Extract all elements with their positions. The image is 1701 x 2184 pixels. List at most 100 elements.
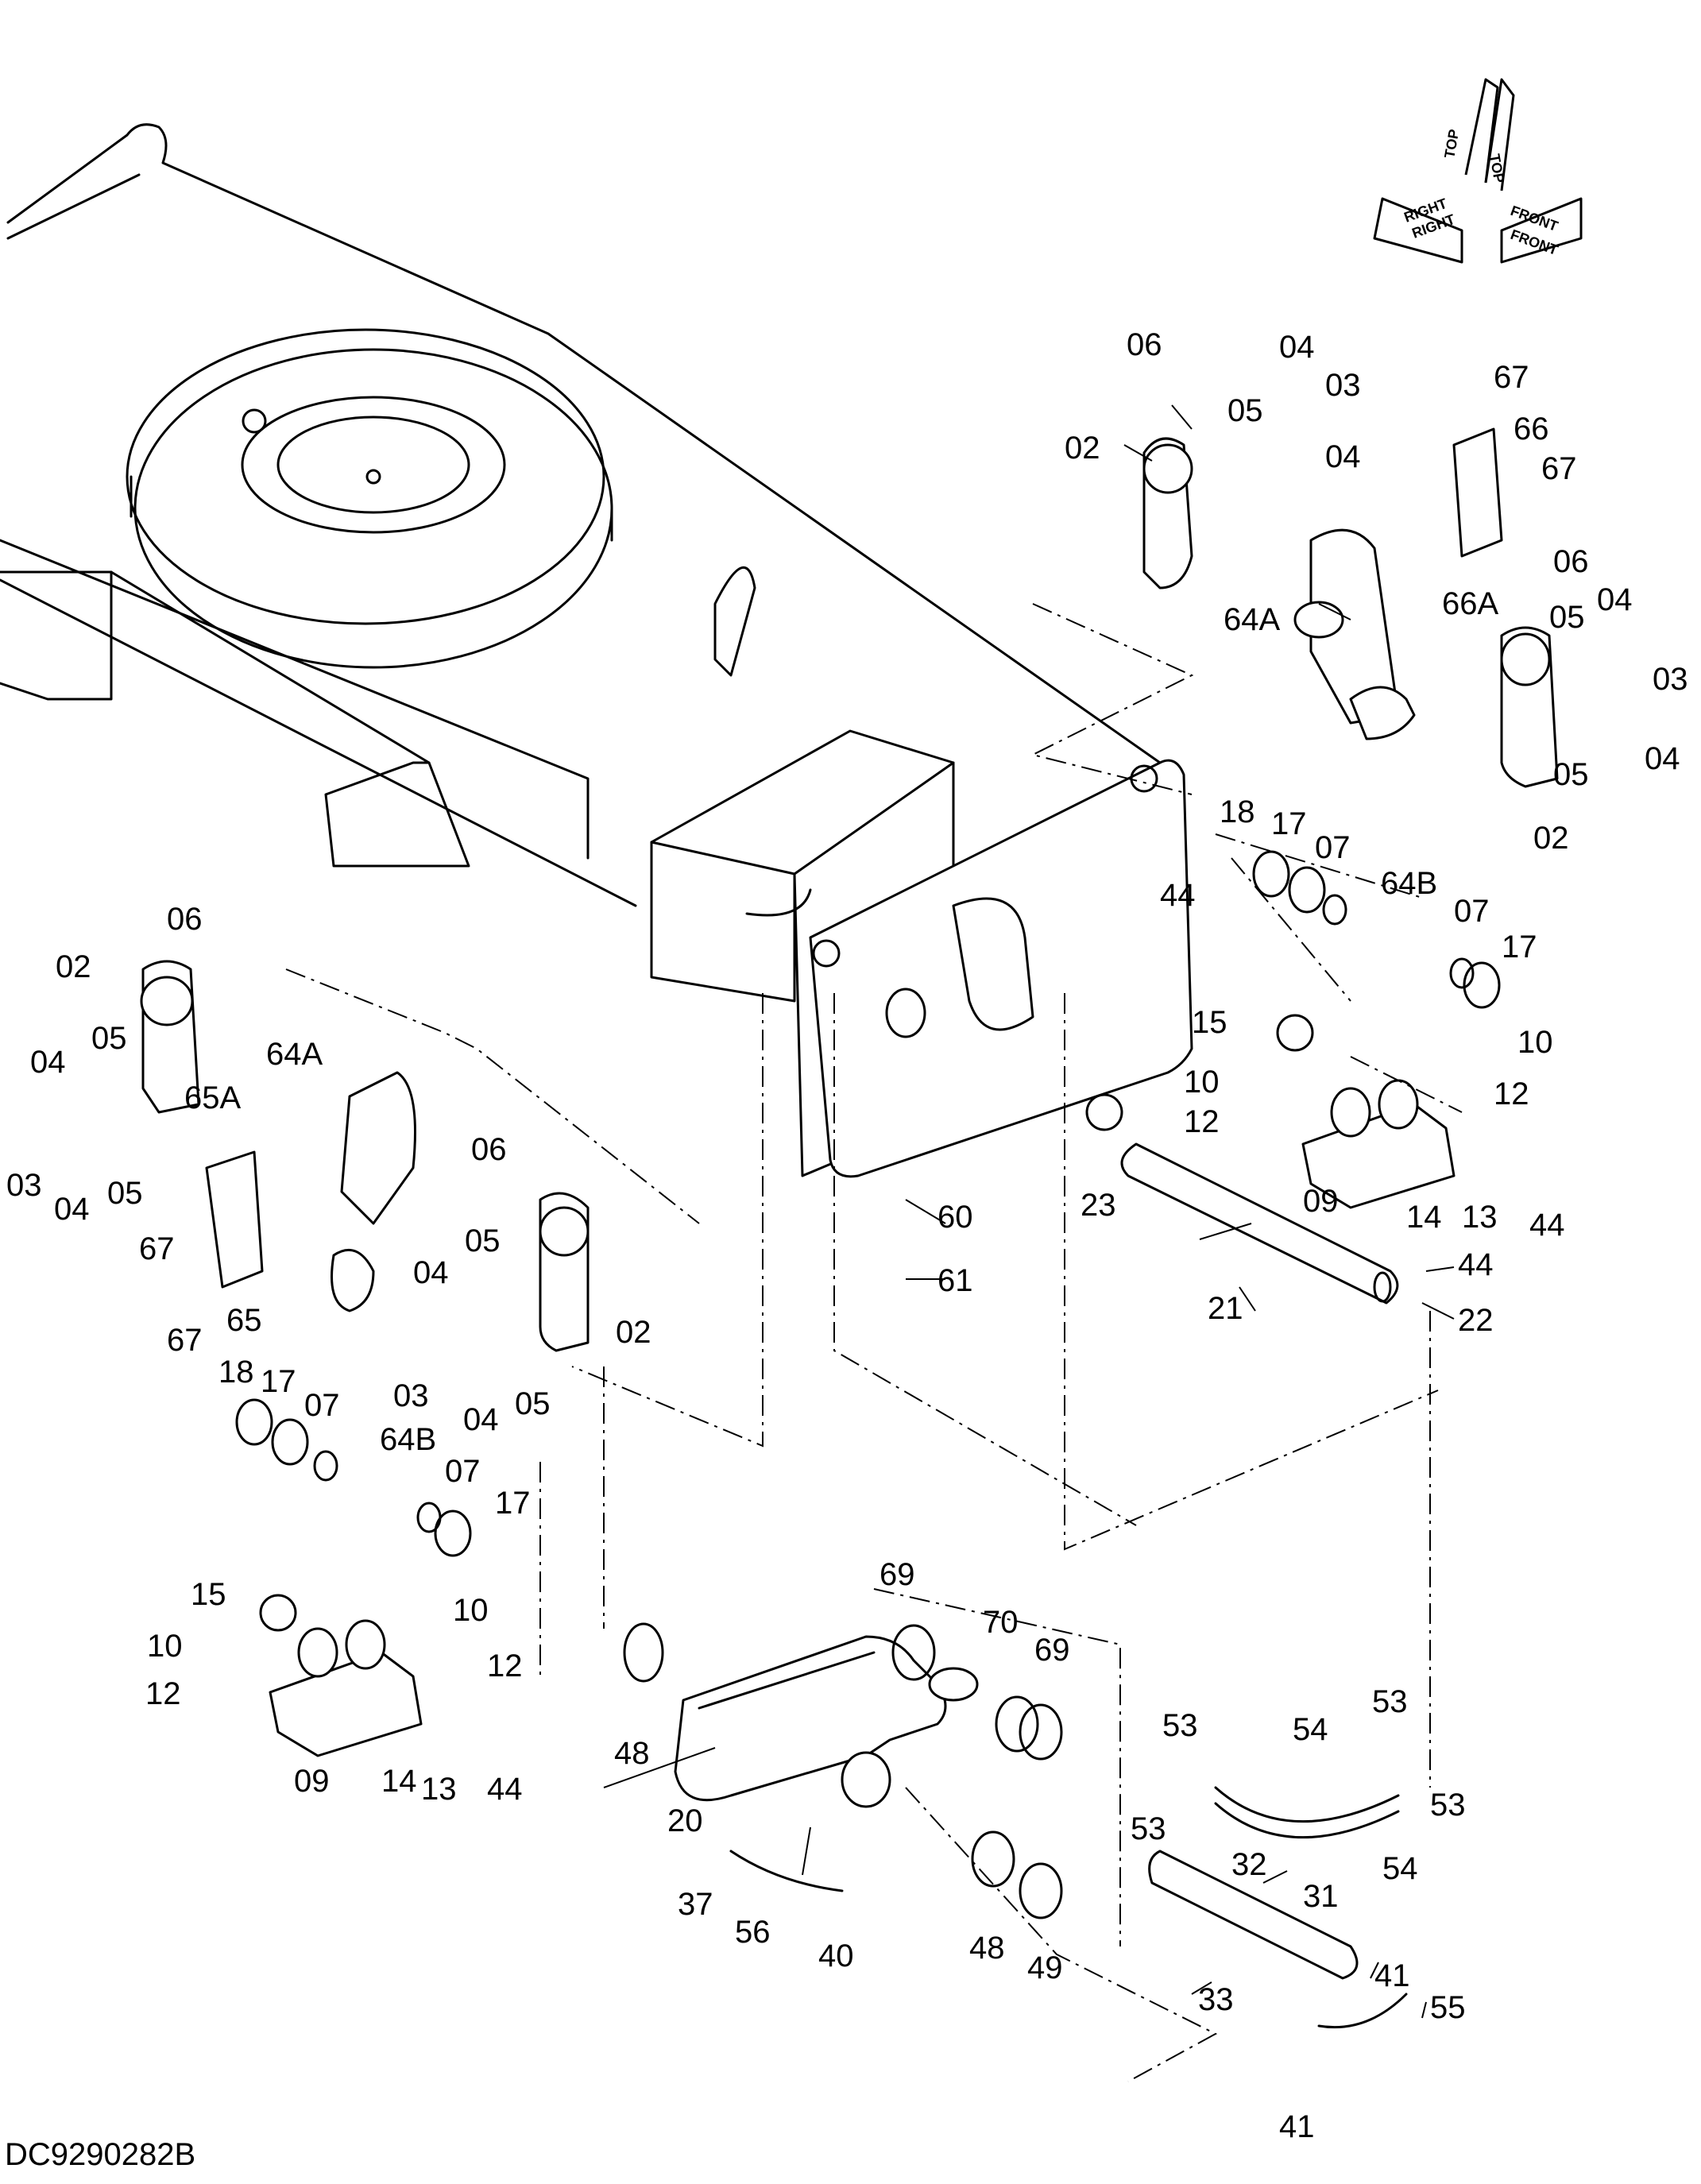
callout-label: 54 — [1293, 1712, 1328, 1747]
callout-label: 66A — [1442, 586, 1498, 621]
callout-label: 17 — [261, 1364, 296, 1399]
callout-label: 20 — [667, 1803, 703, 1838]
callout-label: 04 — [463, 1402, 499, 1437]
callout-label: 05 — [107, 1176, 143, 1211]
callout-label: 04 — [30, 1045, 66, 1080]
callout-label: 18 — [1220, 794, 1255, 829]
callout-label: 33 — [1198, 1982, 1234, 2017]
callout-label: 66 — [1514, 412, 1549, 446]
callout-label: 12 — [1184, 1104, 1220, 1139]
callout-label: 07 — [304, 1388, 340, 1423]
callout-label: 54 — [1382, 1851, 1418, 1886]
callout-label: 10 — [1517, 1025, 1553, 1060]
orientation-top-1: TOP — [1441, 128, 1462, 160]
callout-label: 64A — [1224, 602, 1280, 637]
pivot-bracket-left — [269, 1619, 423, 1757]
callout-label: 04 — [54, 1192, 90, 1227]
callout-label: 06 — [471, 1132, 507, 1167]
pin-21 — [1120, 1142, 1399, 1305]
callout-label: 03 — [1653, 662, 1688, 697]
swing-bearing — [126, 328, 613, 669]
callout-label: 44 — [1529, 1208, 1565, 1243]
callout-label: 10 — [147, 1629, 183, 1664]
callout-label: 65 — [226, 1303, 262, 1338]
callout-label: 49 — [1027, 1950, 1063, 1985]
callout-label: 04 — [1325, 439, 1361, 474]
callout-label: 09 — [1303, 1184, 1339, 1219]
callout-label: 02 — [1065, 431, 1100, 466]
upper-right-assembly — [1142, 427, 1559, 788]
callout-label: 06 — [1127, 327, 1162, 362]
callout-label: 69 — [1034, 1633, 1070, 1668]
washers-and-rings — [235, 850, 1501, 1919]
leader-lines — [603, 404, 1455, 2019]
callout-label: 05 — [515, 1386, 551, 1421]
drawing-code: DC9290282B — [5, 2137, 196, 2172]
callout-label: 05 — [465, 1223, 501, 1258]
callout-label: 53 — [1372, 1684, 1408, 1719]
callout-label: 64A — [266, 1037, 323, 1072]
pivot-bracket-right — [1301, 1079, 1456, 1209]
callout-label: 04 — [1645, 741, 1680, 776]
callout-label: 05 — [91, 1021, 127, 1056]
callout-label: 40 — [818, 1939, 854, 1973]
callout-label: 10 — [453, 1593, 489, 1628]
callout-label: 17 — [1271, 806, 1307, 841]
hoses — [729, 1786, 1408, 2029]
assembly-guides — [285, 603, 1463, 2082]
callout-label: 56 — [735, 1915, 771, 1950]
callout-label: 07 — [1454, 894, 1490, 929]
callout-label: 17 — [1502, 930, 1537, 964]
callout-label: 55 — [1430, 1990, 1466, 2025]
callout-label: 31 — [1303, 1879, 1339, 1914]
callout-label: 04 — [1279, 330, 1315, 365]
callout-label: 69 — [879, 1557, 915, 1592]
callout-label: 53 — [1162, 1708, 1198, 1743]
callout-label: 05 — [1549, 600, 1585, 635]
callout-label: 53 — [1430, 1788, 1466, 1823]
callout-label: 64B — [1381, 866, 1437, 901]
callout-label: 48 — [614, 1736, 650, 1771]
callout-label: 06 — [1553, 544, 1589, 579]
callout-label: 04 — [1597, 582, 1633, 617]
callout-label: 12 — [145, 1676, 181, 1711]
callout-label: 02 — [1533, 821, 1569, 856]
callout-label: 13 — [1462, 1200, 1498, 1235]
orientation-badge: TOP TOP RIGHT RIGHT FRONT FRONT — [1373, 78, 1583, 264]
callout-label: 03 — [393, 1378, 429, 1413]
callout-label: 02 — [56, 949, 91, 984]
callout-label: 03 — [6, 1168, 42, 1203]
callout-label: 67 — [139, 1231, 175, 1266]
callout-label: 12 — [1494, 1077, 1529, 1111]
pin-31 — [1148, 1850, 1359, 1980]
callout-label: 21 — [1208, 1291, 1243, 1326]
callout-label: 60 — [937, 1200, 973, 1235]
callout-label: 09 — [294, 1764, 330, 1799]
callout-labels: 06 04 03 02 05 04 67 66 67 64A 66A 06 05… — [6, 327, 1688, 2144]
callout-label: 44 — [1458, 1247, 1494, 1282]
callout-label: 12 — [487, 1649, 523, 1683]
callout-label: 15 — [191, 1577, 226, 1612]
callout-label: 15 — [1192, 1005, 1227, 1040]
callout-label: 23 — [1081, 1188, 1116, 1223]
callout-label: 22 — [1458, 1303, 1494, 1338]
callout-label: 06 — [167, 902, 203, 937]
callout-label: 67 — [1494, 360, 1529, 395]
callout-label: 04 — [413, 1255, 449, 1290]
callout-label: 14 — [1406, 1200, 1442, 1235]
callout-label: 44 — [487, 1772, 523, 1807]
callout-label: 14 — [381, 1764, 417, 1799]
callout-label: 64B — [380, 1422, 436, 1457]
callout-label: 65A — [184, 1080, 241, 1115]
callout-label: 44 — [1160, 878, 1196, 913]
callout-label: 07 — [1315, 830, 1351, 865]
callout-label: 18 — [218, 1355, 254, 1390]
callout-label: 41 — [1374, 1958, 1410, 1993]
callout-label: 32 — [1231, 1847, 1267, 1882]
callout-label: 70 — [983, 1605, 1019, 1640]
callout-label: 67 — [1541, 451, 1577, 486]
callout-label: 37 — [678, 1887, 713, 1922]
callout-label: 10 — [1184, 1065, 1220, 1100]
callout-label: 41 — [1279, 2109, 1315, 2144]
